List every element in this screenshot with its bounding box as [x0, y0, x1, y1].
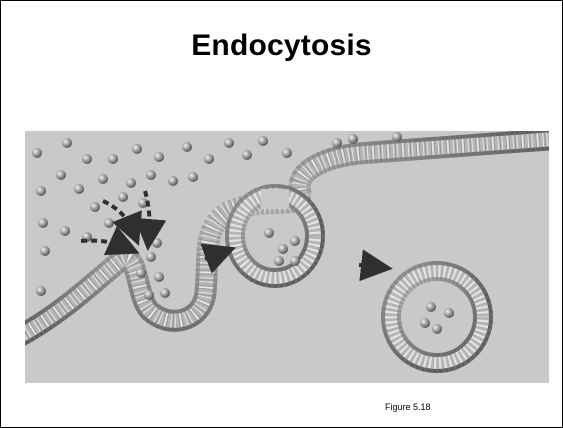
vesicle — [391, 271, 483, 363]
figure-caption: Figure 5.18 — [385, 402, 431, 412]
forming-vesicle — [235, 189, 315, 278]
slide-title: Endocytosis — [1, 29, 562, 63]
dashed-arrow — [359, 265, 377, 267]
endocytosis-illustration — [25, 131, 549, 383]
dashed-arrow — [145, 191, 150, 235]
